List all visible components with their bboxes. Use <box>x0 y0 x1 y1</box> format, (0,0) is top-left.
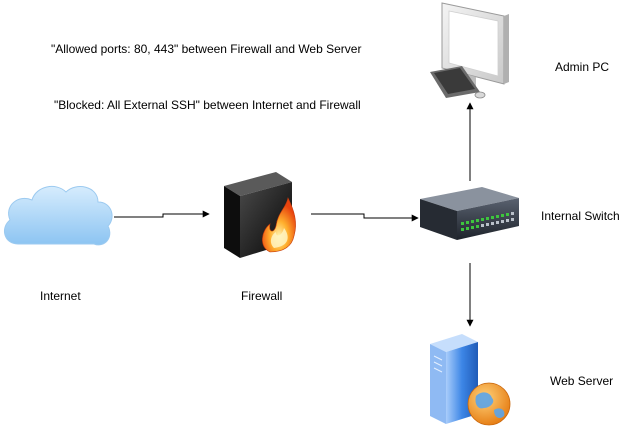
firewall-icon <box>224 172 296 258</box>
desktop-computer-icon <box>430 2 509 99</box>
allowed-ports-note: "Allowed ports: 80, 443" between Firewal… <box>51 42 362 56</box>
blocked-ssh-note: "Blocked: All External SSH" between Inte… <box>54 98 361 112</box>
cloud-icon <box>3 185 113 246</box>
internet-label: Internet <box>40 289 81 303</box>
connectors <box>114 102 474 327</box>
network-switch-icon <box>420 187 519 240</box>
internal-switch-label: Internal Switch <box>541 209 620 223</box>
firewall-label: Firewall <box>241 289 283 303</box>
web-server-label: Web Server <box>550 374 614 388</box>
edge-internet-firewall <box>114 210 210 218</box>
edge-firewall-switch <box>311 213 419 222</box>
admin-pc-label: Admin PC <box>555 60 610 74</box>
web-server-icon <box>430 334 511 426</box>
